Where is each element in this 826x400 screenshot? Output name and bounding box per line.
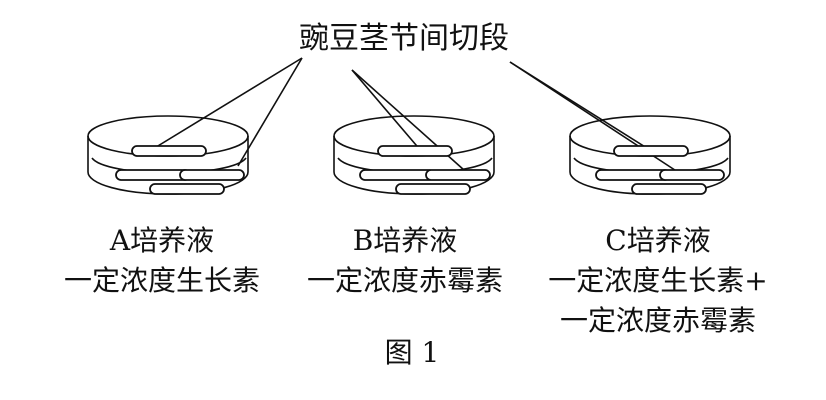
stem-segment	[395, 183, 471, 195]
petri-dish-c	[569, 115, 731, 195]
pointer-lines	[147, 57, 685, 177]
pointer-line-b1	[351, 69, 423, 153]
label-c-line: 一定浓度生长素+	[548, 264, 767, 297]
stem-segment	[613, 145, 689, 157]
stem-segment	[131, 145, 207, 157]
label-c-line: 一定浓度赤霉素	[560, 304, 756, 337]
pointer-line-c2	[509, 61, 685, 177]
label-a-line: A培养液	[109, 224, 214, 257]
label-c-line: C培养液	[605, 224, 710, 257]
label-c: C培养液 一定浓度生长素+ 一定浓度赤霉素	[548, 224, 767, 337]
stem-segment	[659, 169, 725, 181]
diagram-title: 豌豆茎节间切段	[299, 21, 509, 56]
petri-dish-b	[333, 115, 495, 195]
stem-segment	[377, 145, 453, 157]
pointer-line-a1	[147, 57, 303, 153]
stem-segment	[149, 183, 225, 195]
figure-caption: 图 1	[385, 336, 440, 369]
label-b: B培养液 一定浓度赤霉素	[307, 224, 503, 297]
petri-dish-a	[87, 115, 249, 195]
label-b-line: B培养液	[353, 224, 458, 257]
stem-segment	[115, 169, 191, 181]
stem-segment	[595, 169, 671, 181]
stem-segment	[179, 169, 245, 181]
label-a-line: 一定浓度生长素	[64, 264, 260, 297]
stem-segment	[631, 183, 707, 195]
label-a: A培养液 一定浓度生长素	[64, 224, 260, 297]
stem-segment	[425, 169, 491, 181]
label-b-line: 一定浓度赤霉素	[307, 264, 503, 297]
stem-segment	[359, 169, 435, 181]
